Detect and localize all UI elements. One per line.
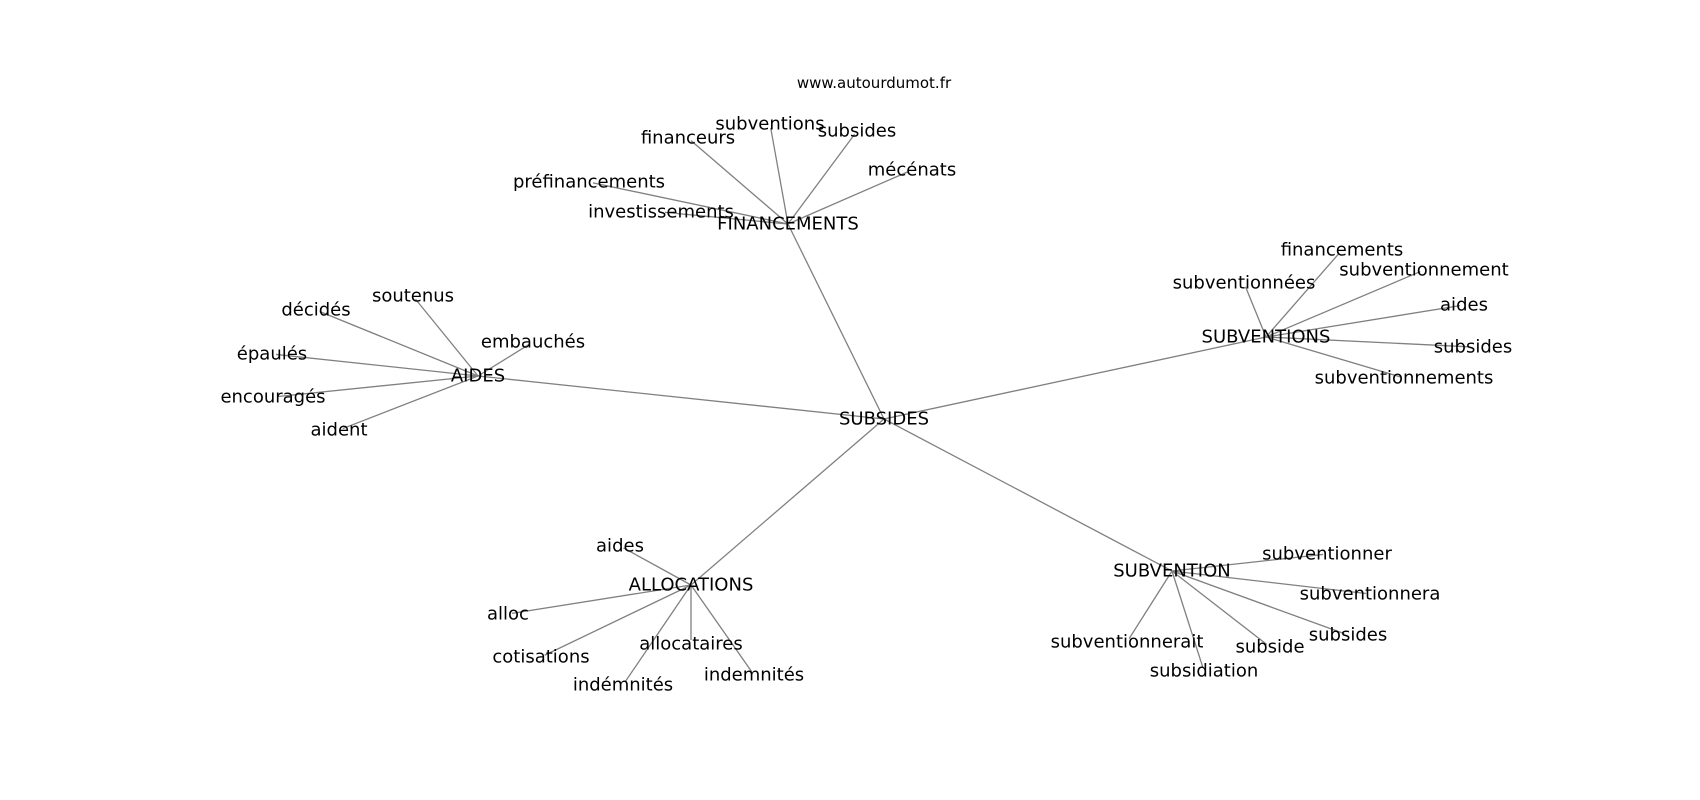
edge-aides-leaf-1: [319, 310, 479, 377]
leaf-node: épaulés: [237, 344, 307, 365]
edge-aides-leaf-5: [342, 375, 479, 430]
edge-financements-leaf-2: [690, 140, 789, 225]
edges-layer: [275, 127, 1470, 683]
edge-center-aides: [477, 375, 885, 420]
edge-subvention-leaf-3: [1128, 570, 1173, 639]
edge-allocations-leaf-1: [511, 584, 692, 615]
edge-subventions-leaf-5: [1265, 336, 1401, 378]
edge-financements-leaf-1: [787, 133, 856, 225]
leaf-node: aides: [596, 536, 644, 557]
edge-subvention-leaf-1: [1171, 570, 1367, 595]
leaf-node: subsides: [1309, 625, 1387, 646]
hub-node-subventions: SUBVENTIONS: [1202, 327, 1331, 348]
leaf-node: subside: [1235, 637, 1304, 658]
leaf-node: indemnités: [704, 665, 804, 686]
edge-center-subventions: [883, 336, 1267, 420]
edge-subventions-leaf-2: [1244, 286, 1267, 338]
leaf-node: subventionnera: [1300, 584, 1441, 605]
edge-subventions-leaf-0: [1265, 252, 1340, 338]
leaf-node: encouragés: [220, 387, 325, 408]
hub-node-allocations: ALLOCATIONS: [629, 575, 754, 596]
center-node: SUBSIDES: [839, 409, 929, 430]
hub-node-subvention: SUBVENTION: [1113, 561, 1230, 582]
labels-layer: SUBSIDESFINANCEMENTSsubventionssubsidesf…: [220, 114, 1512, 696]
leaf-node: mécénats: [868, 160, 956, 181]
leaf-node: préfinancements: [513, 172, 665, 193]
edge-aides-leaf-0: [415, 298, 479, 377]
leaf-node: financements: [1281, 240, 1404, 261]
edge-center-allocations: [690, 418, 885, 586]
leaf-node: allocataires: [639, 634, 743, 655]
edge-allocations-leaf-3: [544, 584, 692, 656]
leaf-node: indémnités: [573, 675, 673, 696]
edge-subvention-leaf-4: [1171, 570, 1268, 646]
leaf-node: subventionnées: [1173, 273, 1316, 294]
leaf-node: investissements: [588, 202, 734, 223]
edge-allocations-leaf-0: [623, 547, 692, 586]
edge-center-subvention: [883, 418, 1173, 572]
leaf-node: cotisations: [492, 647, 589, 668]
edge-aides-leaf-4: [276, 375, 479, 398]
leaf-node: subventionnerait: [1051, 632, 1204, 653]
leaf-node: financeurs: [641, 128, 735, 149]
edge-subvention-leaf-5: [1171, 570, 1204, 668]
hub-node-financements: FINANCEMENTS: [717, 214, 859, 235]
edge-aides-leaf-3: [275, 353, 479, 377]
edge-allocations-leaf-5: [624, 584, 692, 683]
leaf-node: décidés: [281, 300, 350, 321]
edge-center-financements: [787, 223, 885, 420]
leaf-node: aides: [1440, 295, 1488, 316]
leaf-node: subsides: [818, 121, 896, 142]
leaf-node: subsidiation: [1150, 661, 1259, 682]
leaf-node: subventions: [715, 114, 824, 135]
edge-subvention-leaf-2: [1171, 570, 1345, 635]
edge-financements-leaf-5: [664, 211, 789, 225]
edge-financements-leaf-3: [787, 171, 909, 225]
site-credit: www.autourdumot.fr: [797, 74, 952, 92]
leaf-node: subventionner: [1262, 544, 1392, 565]
leaf-node: subventionnement: [1339, 260, 1508, 281]
leaf-node: embauchés: [481, 332, 585, 353]
hub-node-aides: AIDES: [451, 366, 505, 387]
leaf-node: soutenus: [372, 286, 454, 307]
leaf-node: alloc: [487, 604, 529, 625]
edge-subventions-leaf-4: [1265, 336, 1470, 348]
leaf-node: subsides: [1434, 337, 1512, 358]
edge-subventions-leaf-1: [1265, 270, 1421, 338]
leaf-node: aident: [311, 420, 368, 441]
edge-financements-leaf-0: [770, 127, 789, 225]
edge-allocations-leaf-4: [690, 584, 753, 673]
edge-financements-leaf-4: [592, 182, 789, 225]
leaf-node: subventionnements: [1315, 368, 1494, 389]
edge-subventions-leaf-3: [1265, 304, 1461, 338]
edge-aides-leaf-2: [477, 343, 530, 377]
edge-subvention-leaf-0: [1171, 553, 1324, 572]
